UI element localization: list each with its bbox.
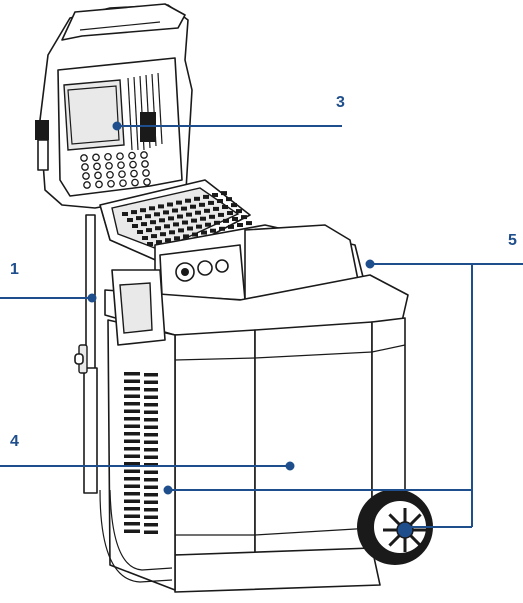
callout-5-label: 5 [508,232,517,249]
callout-leaders [0,121,523,535]
side-vents [124,372,158,534]
wheel [357,489,433,565]
callout-1-label: 1 [10,261,19,278]
telescopic-handle [74,214,98,494]
cabinet-body [99,269,409,593]
callout-3-label: 3 [336,94,345,111]
keyboard-keys [122,191,252,246]
button-grid [80,151,151,189]
keyboard-tray [99,179,252,263]
monitor-lid [35,3,193,209]
lid-ribs [127,72,163,151]
callout-4-label: 4 [10,433,19,450]
